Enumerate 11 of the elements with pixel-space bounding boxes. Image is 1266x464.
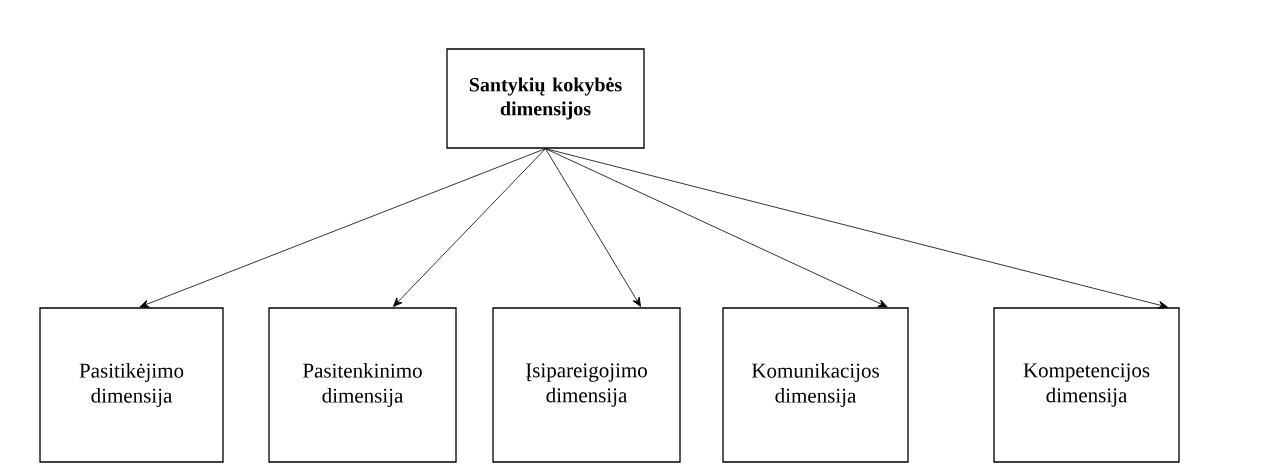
arrow [545, 148, 1168, 309]
title-box: Santykių kokybės dimensijos [446, 48, 645, 149]
arrow [139, 148, 546, 308]
dimension-box: Pasitenkinimo dimensija [268, 307, 457, 463]
arrow [545, 148, 888, 308]
dimension-box: Kompetencijos dimensija [993, 307, 1180, 463]
dimension-box: Komunikacijos dimensija [722, 307, 909, 463]
arrow [392, 148, 546, 307]
dimension-box: Įsipareigojimo dimensija [492, 307, 681, 463]
arrow [545, 148, 641, 307]
dimension-box: Pasitikėjimo dimensija [39, 307, 224, 463]
